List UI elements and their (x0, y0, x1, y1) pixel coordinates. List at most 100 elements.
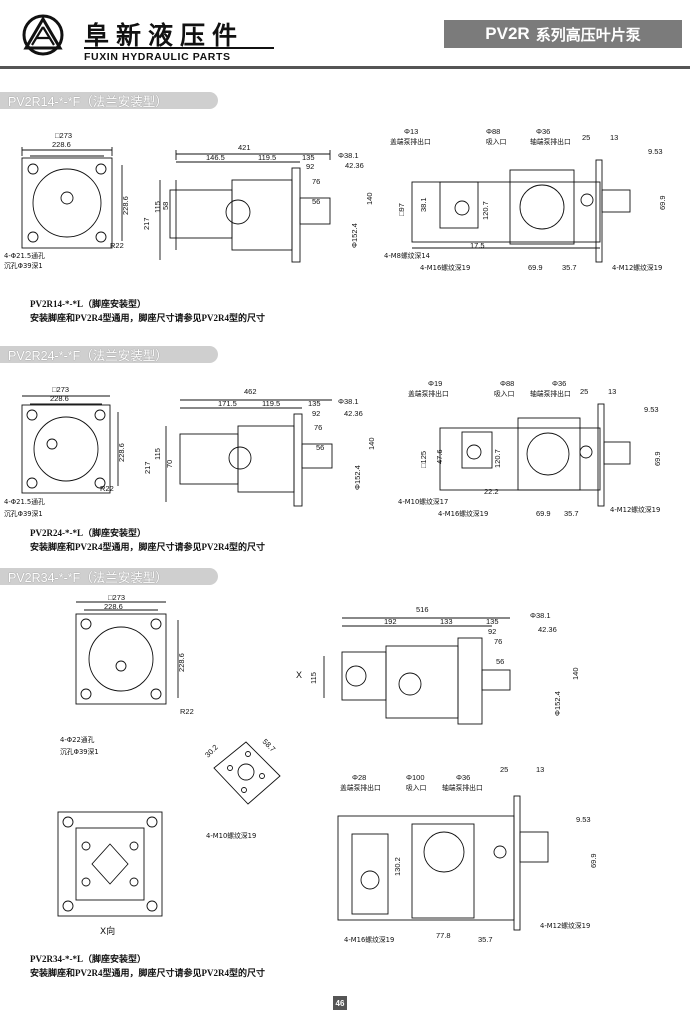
end3-1302: 130.2 (393, 857, 402, 876)
dim3-side-516: 516 (416, 605, 429, 614)
note-pv2r14-l1: PV2R14-*-*L（脚座安装型） (30, 299, 146, 309)
dim-side-217: 217 (142, 217, 151, 230)
dim2-front-r22: R22 (100, 484, 114, 493)
end3-357: 35.7 (478, 935, 493, 944)
end-381: 38.1 (419, 197, 428, 212)
drawing-pv2r34: □273 228.6 228.6 R22 4-Φ22通孔 沉孔Φ39深1 30.… (57, 593, 598, 944)
end2-699: 69.9 (653, 451, 662, 466)
end2-13: 13 (608, 387, 616, 396)
company-name-cn: 阜新液压件 (84, 21, 245, 50)
flange-detail-pv2r34 (213, 741, 281, 805)
note3-front-counterbore: 沉孔Φ39深1 (60, 747, 99, 756)
end-view-pv2r14 (411, 159, 631, 263)
note2-front-counterbore: 沉孔Φ39深1 (4, 509, 43, 518)
dim2-front-273: □273 (52, 385, 69, 394)
end3-778: 77.8 (436, 931, 451, 940)
section-title-pv2r14: PV2R14-*-*F（法兰安装型） (0, 92, 218, 109)
x-view-pv2r34 (57, 811, 163, 917)
dim3-side-152: Φ152.4 (553, 691, 562, 716)
dim2-side-92: 92 (312, 409, 320, 418)
side-view-pv2r14 (159, 150, 331, 263)
dim3-side-192: 192 (384, 617, 397, 626)
dim2-side-140: 140 (367, 437, 376, 450)
end3-p2: Φ100 (406, 773, 425, 782)
end3-p3-label: 轴端泵排出口 (442, 783, 483, 792)
note-pv2r34-l2: 安装脚座和PV2R4型通用，脚座尺寸请参见PV2R4型的尺寸 (30, 968, 265, 978)
end2-p1: Φ19 (428, 379, 442, 388)
dim3-side-133: 133 (440, 617, 453, 626)
end-699b: 69.9 (528, 263, 543, 272)
dim2-side-42: 42.36 (344, 409, 363, 418)
section-title-pv2r34: PV2R34-*-*F（法兰安装型） (0, 568, 218, 585)
end-25: 25 (582, 133, 590, 142)
note-pv2r14-l2: 安装脚座和PV2R4型通用，脚座尺寸请参见PV2R4型的尺寸 (30, 313, 265, 323)
dim3-side-x: X (296, 670, 302, 680)
dim3-front-228-w: 228.6 (104, 602, 123, 611)
flange-m: 4-M10螺纹深19 (206, 831, 256, 840)
end-1207: 120.7 (481, 201, 490, 220)
dim-front-r22: R22 (110, 241, 124, 250)
company-logo (22, 14, 64, 56)
dim-side-38: Φ38.1 (338, 151, 359, 160)
side-view-pv2r34 (323, 617, 511, 725)
end-p2-label: 吸入口 (486, 138, 506, 146)
end-view-pv2r24 (439, 403, 631, 507)
dim-side-135: 135 (302, 153, 315, 162)
note-front-counterbore: 沉孔Φ39深1 (4, 261, 43, 270)
note-front-hole: 4-Φ21.5通孔 (4, 251, 45, 260)
end3-699: 69.9 (589, 853, 598, 868)
dim2-side-56: 56 (316, 443, 324, 452)
end3-25: 25 (500, 765, 508, 774)
dim-side-152: Φ152.4 (350, 223, 359, 248)
dim3-side-56: 56 (496, 657, 504, 666)
dim-side-146: 146.5 (206, 153, 225, 162)
series-title: PV2R 系列高压叶片泵 (444, 20, 682, 48)
front-view-pv2r34 (75, 601, 179, 705)
dim3-front-273: □273 (108, 593, 125, 602)
dim2-side-119: 119.5 (262, 399, 280, 408)
dim-side-140: 140 (365, 192, 374, 205)
note-pv2r24-l2: 安装脚座和PV2R4型通用，脚座尺寸请参见PV2R4型的尺寸 (30, 542, 265, 552)
section-title-pv2r24: PV2R24-*-*F（法兰安装型） (0, 346, 218, 363)
dim2-side-76: 76 (314, 423, 322, 432)
dim-side-42: 42.36 (345, 161, 364, 170)
end-97: □97 (397, 203, 406, 216)
dim3-side-92: 92 (488, 627, 496, 636)
dim3-front-228-h: 228.6 (177, 653, 186, 672)
flange-587: 58.7 (261, 737, 278, 754)
end2-p2-label: 吸入口 (494, 390, 514, 398)
dim3-side-38: Φ38.1 (530, 611, 551, 620)
dim3-front-r22: R22 (180, 707, 194, 716)
dim2-side-70: 70 (165, 460, 174, 468)
front-view-pv2r24 (21, 395, 119, 494)
dim-side-421: 421 (238, 143, 251, 152)
end-p3-label: 轴端泵排出口 (530, 137, 571, 146)
end-13: 13 (610, 133, 618, 142)
dim2-side-462: 462 (244, 387, 257, 396)
end-p3: Φ36 (536, 127, 550, 136)
drawing-pv2r24: □273 228.6 228.6 R22 4-Φ21.5通孔 沉孔Φ39深1 4… (4, 379, 662, 518)
end3-p1: Φ28 (352, 773, 366, 782)
dim-side-119: 119.5 (258, 153, 276, 162)
note2-front-hole: 4-Φ21.5通孔 (4, 497, 45, 506)
end3-953: 9.53 (576, 815, 591, 824)
dim2-side-38: Φ38.1 (338, 397, 359, 406)
end2-222: 22.2 (484, 487, 499, 496)
drawing-pv2r14: □273 228.6 228.6 R22 4-Φ21.5通孔 沉孔Φ39深1 4… (4, 127, 667, 272)
header-rule (0, 66, 690, 69)
company-name-en: FUXIN HYDRAULIC PARTS (84, 51, 231, 63)
end3-13: 13 (536, 765, 544, 774)
end2-476: 47.6 (435, 449, 444, 464)
end3-p2-label: 吸入口 (406, 784, 426, 792)
end-view-pv2r34 (337, 795, 549, 931)
end-357: 35.7 (562, 263, 577, 272)
end2-p3: Φ36 (552, 379, 566, 388)
end2-m2: 4-M16螺纹深19 (438, 509, 488, 518)
front-view-pv2r14 (21, 147, 123, 249)
dim3-side-140: 140 (571, 667, 580, 680)
end2-m3: 4-M12螺纹深19 (610, 505, 660, 514)
dim-front-228-h: 228.6 (121, 196, 130, 215)
x-view-label: X向 (100, 925, 115, 937)
end-953: 9.53 (648, 147, 663, 156)
